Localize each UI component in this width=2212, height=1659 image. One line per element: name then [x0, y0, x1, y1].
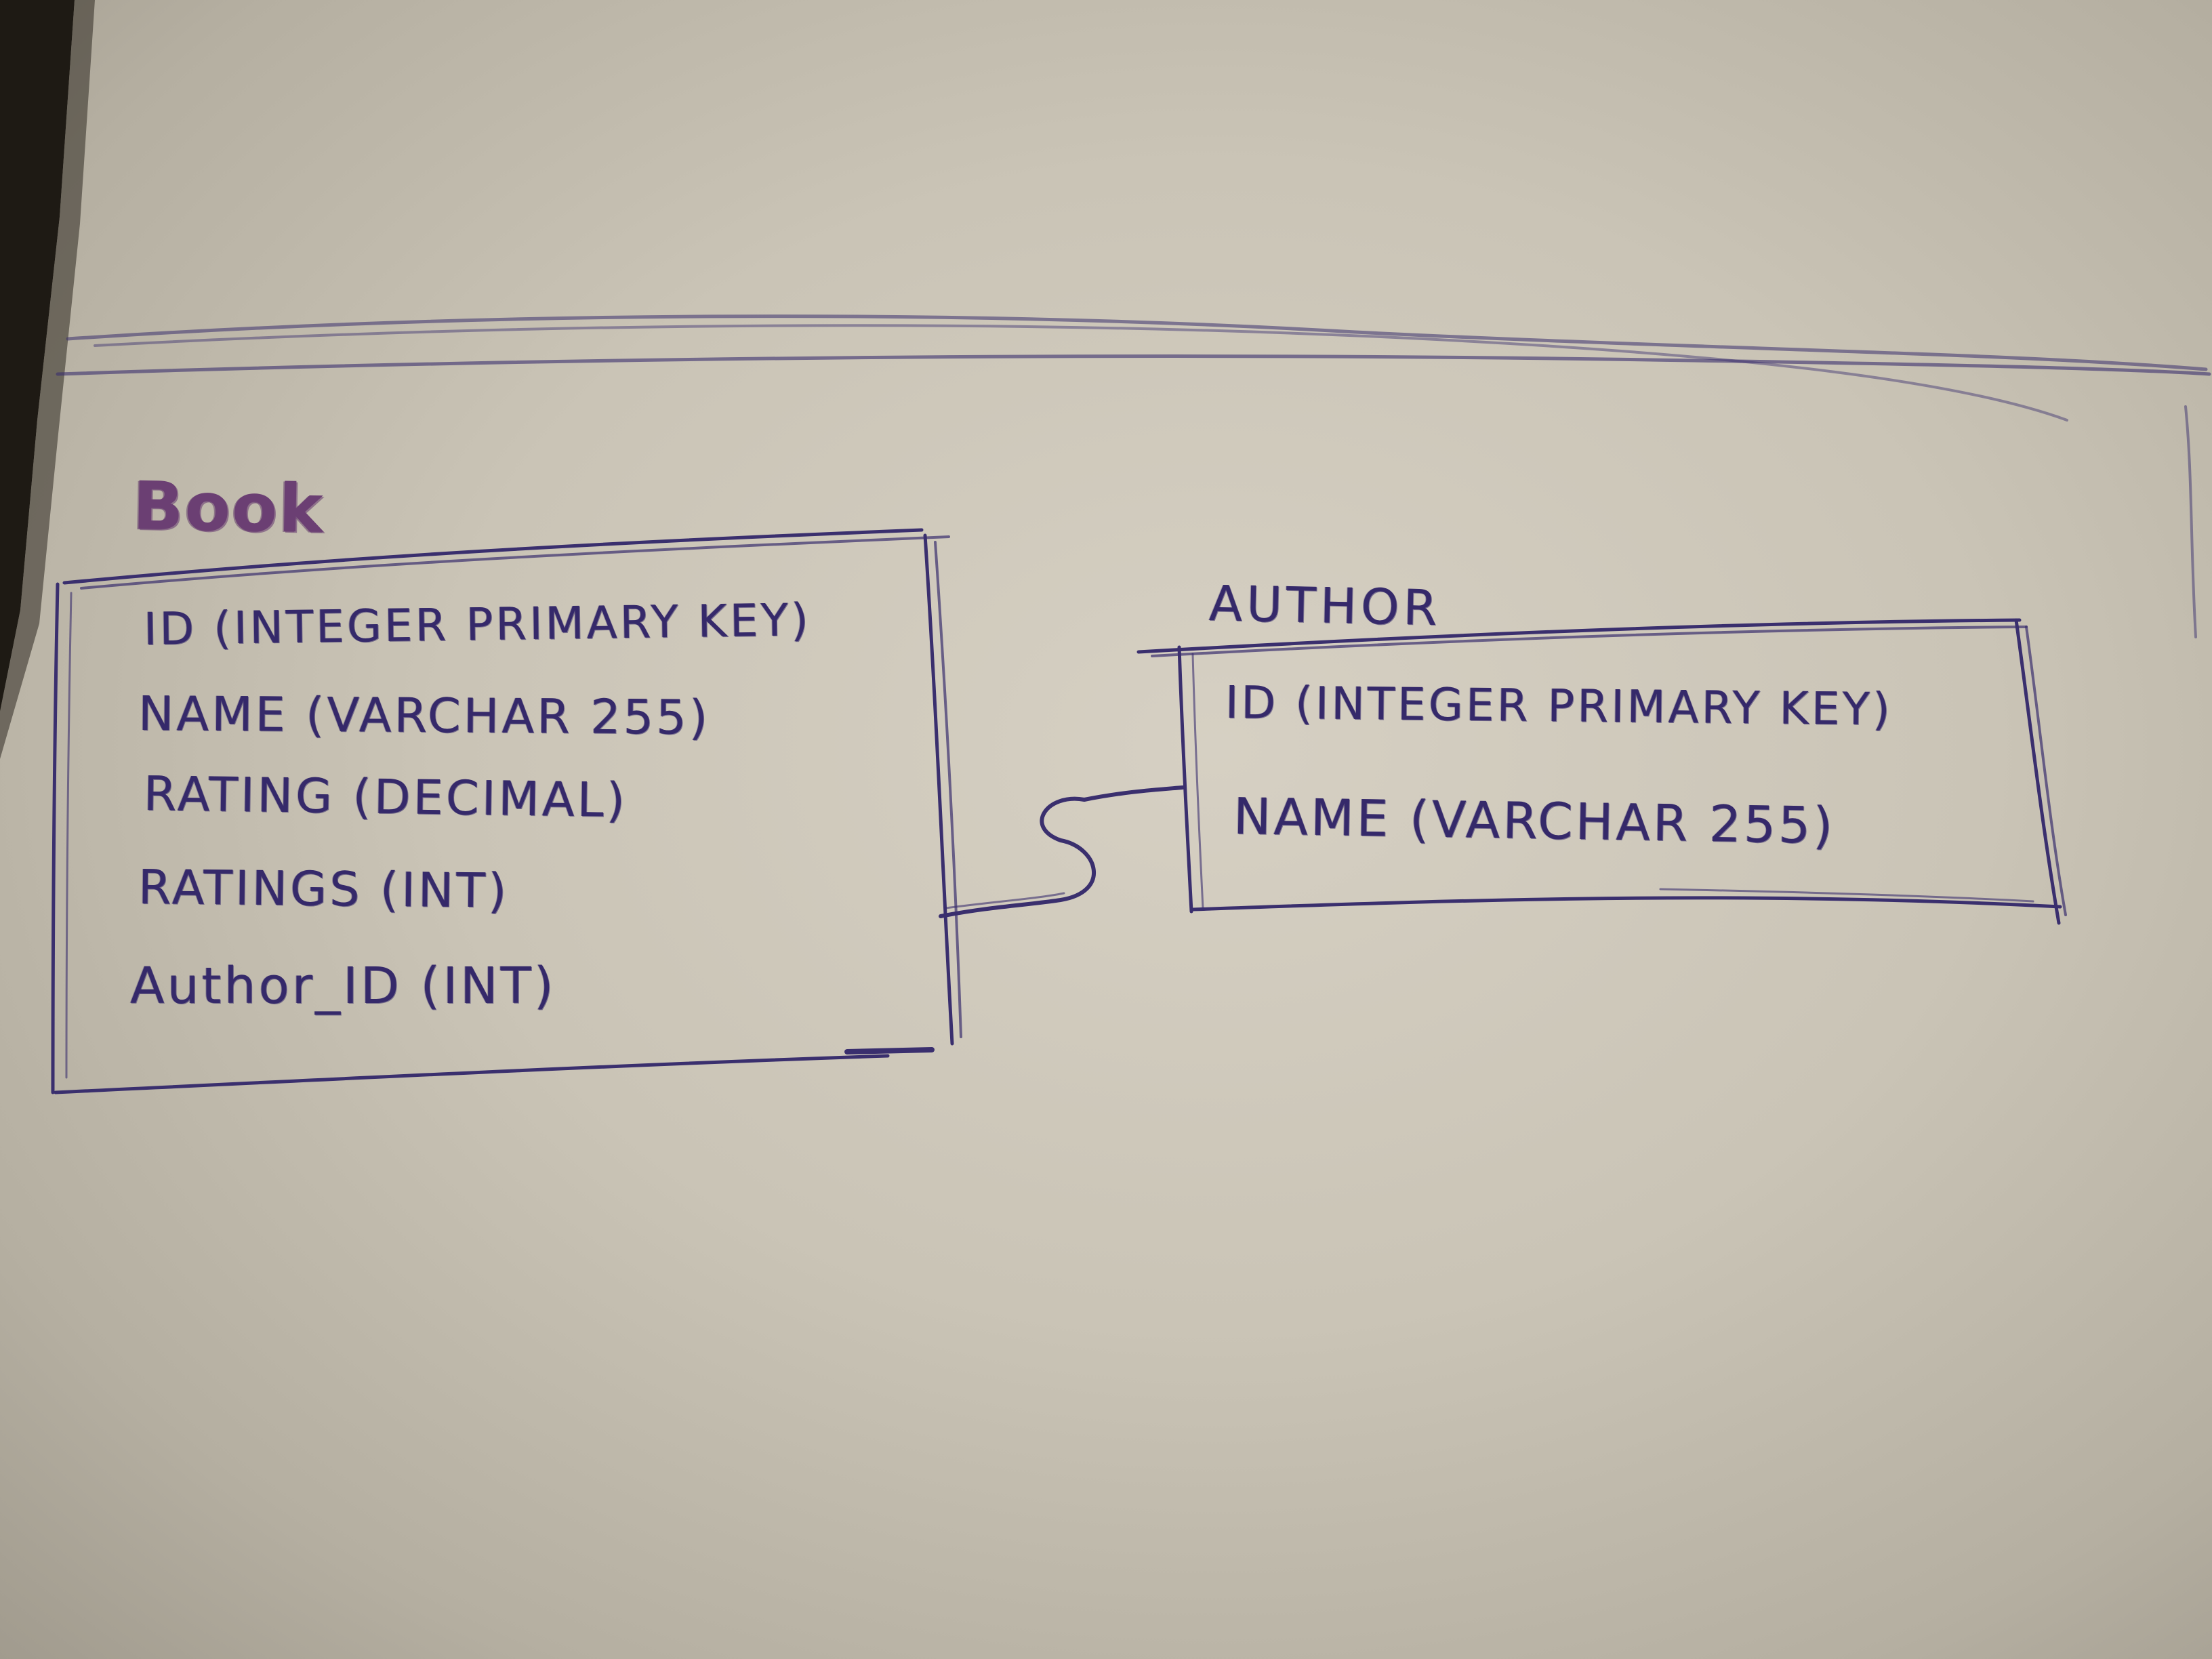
book-field-id: ID (INTEGER PRIMARY KEY): [143, 594, 812, 655]
book-field-author-id: Author_ID (INT): [130, 957, 556, 1015]
author-field-id: ID (INTEGER PRIMARY KEY): [1225, 676, 1893, 736]
book-field-name: NAME (VARCHAR 255): [138, 686, 711, 745]
book-field-rating: RATING (DECIMAL): [143, 766, 628, 828]
book-table-title: Book: [132, 468, 325, 548]
author-table-box: [1136, 618, 2067, 925]
book-field-ratings: RATINGS (INT): [138, 859, 510, 919]
relationship-connector: [939, 785, 1185, 918]
author-table-title: AUTHOR: [1208, 575, 1442, 637]
page-frame-lines: [56, 314, 2211, 638]
book-table-box: [51, 528, 962, 1094]
author-field-name: NAME (VARCHAR 255): [1233, 787, 1836, 855]
